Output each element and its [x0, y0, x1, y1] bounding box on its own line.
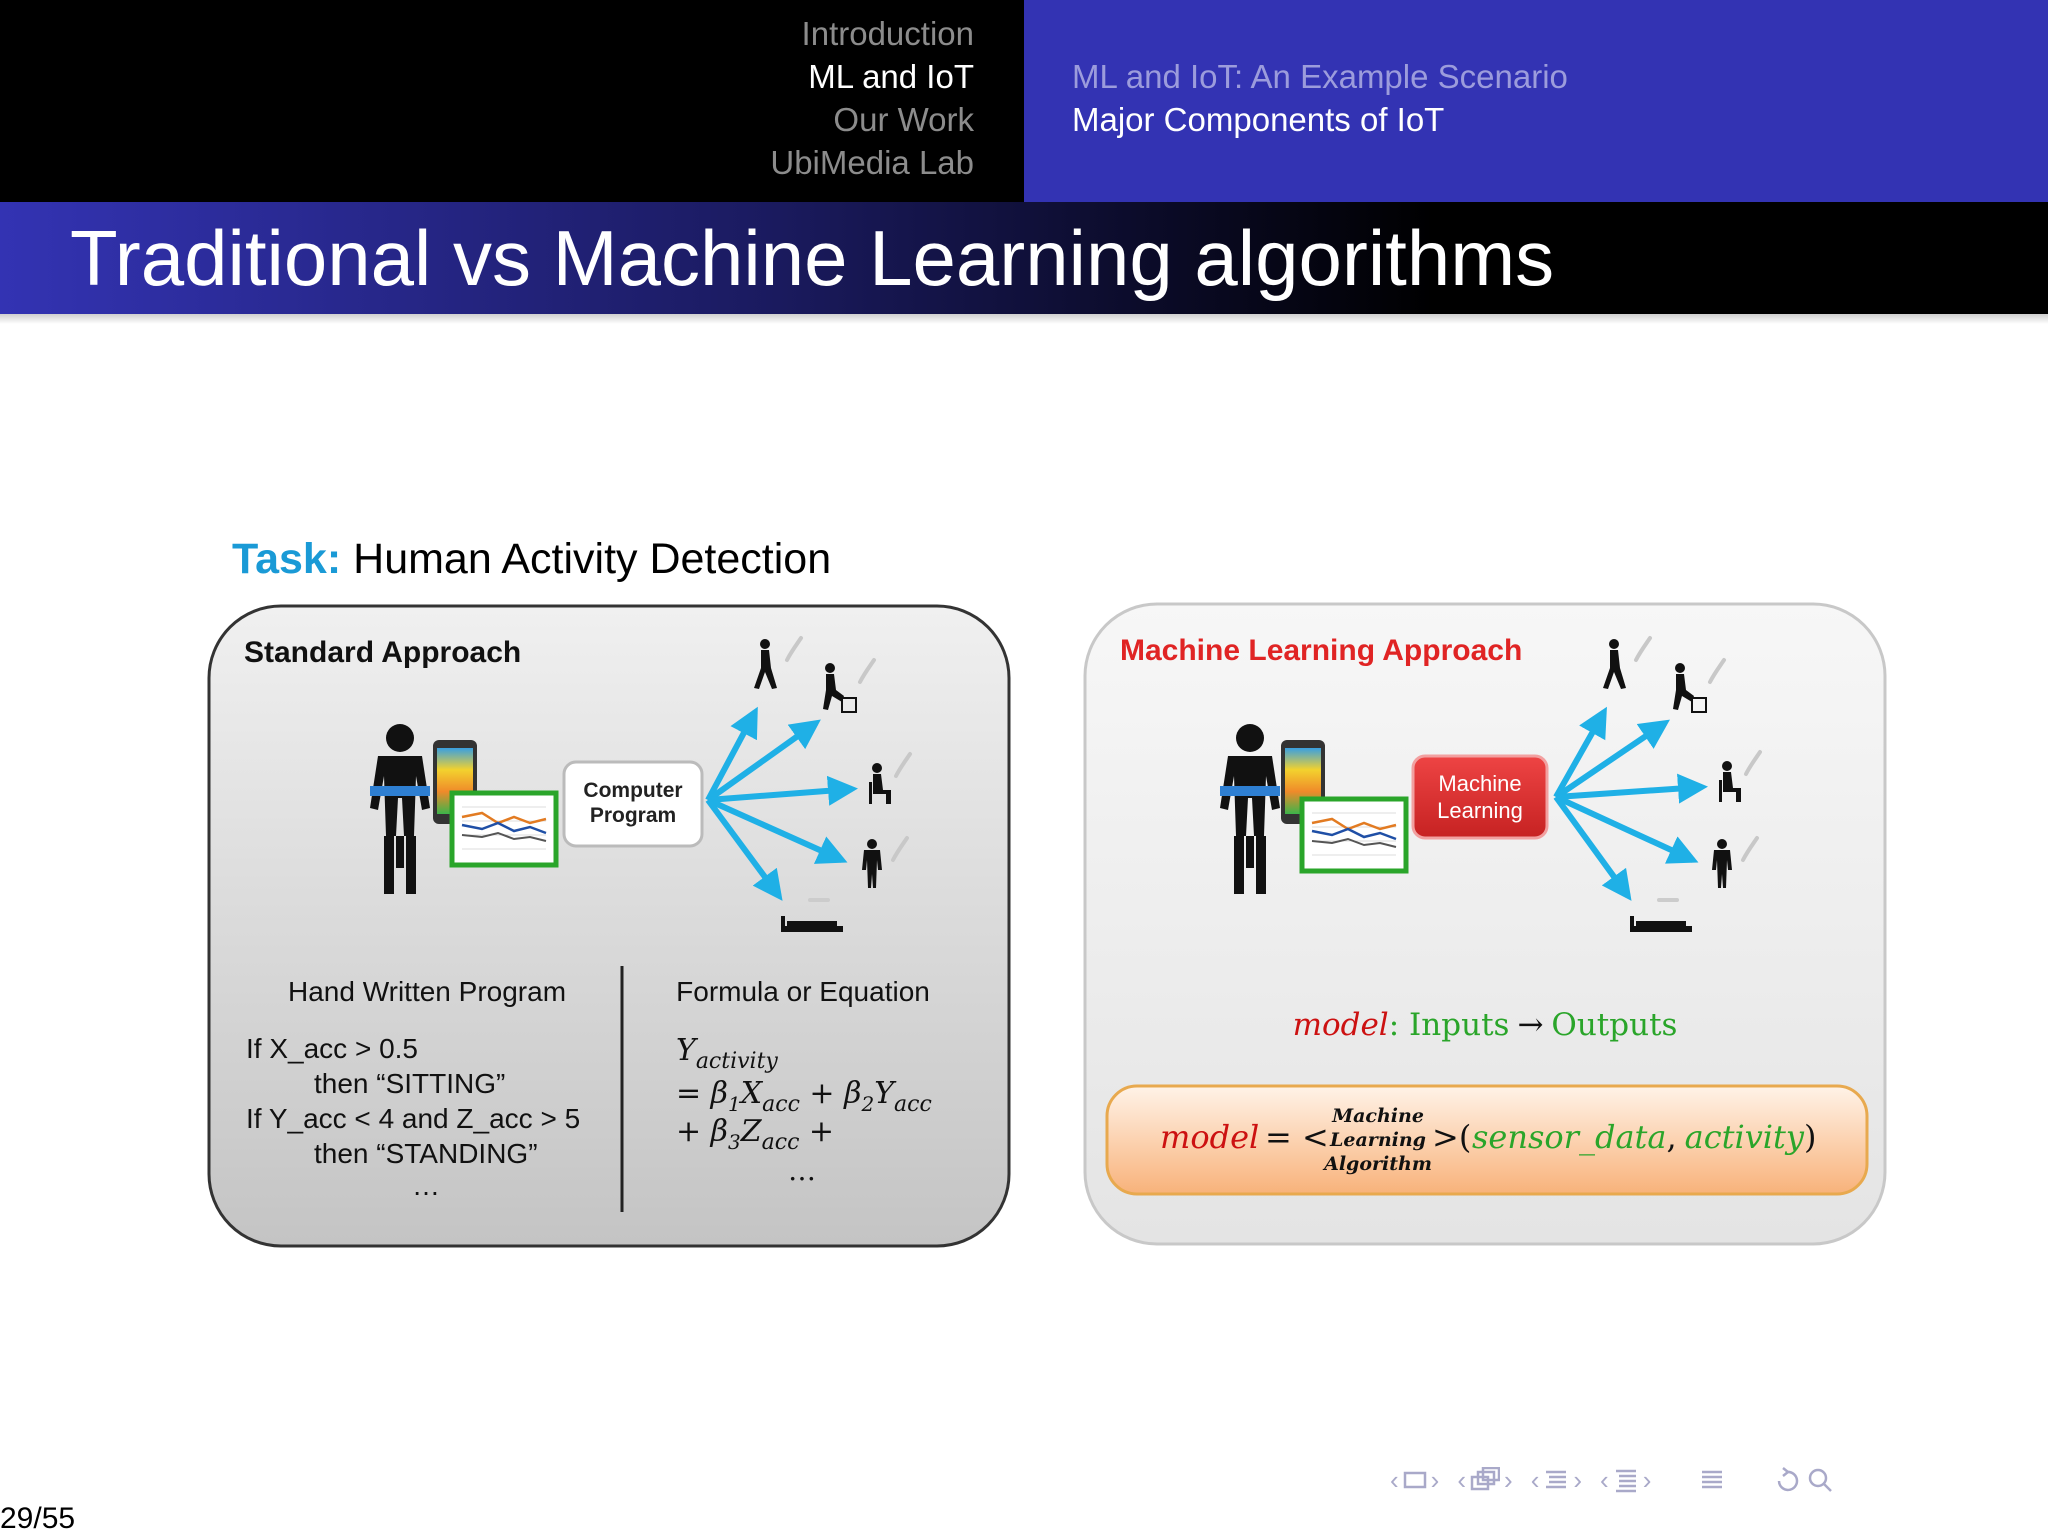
hand-written-line-2: then “SITTING”: [314, 1068, 505, 1099]
ml-output-arrows: [1553, 706, 1708, 901]
undo-icon[interactable]: [1773, 1467, 1803, 1493]
computer-program-line2: Program: [590, 804, 676, 827]
task-text: Human Activity Detection: [353, 535, 831, 583]
eq-stack-2: Learning: [1329, 1129, 1426, 1151]
model-equation-box: [1105, 1084, 1869, 1196]
eq-stack-1: Machine: [1331, 1105, 1424, 1127]
eq-equals: = <: [1265, 1118, 1329, 1156]
approach-figure: Task:Human Activity Detection Standard A…: [207, 535, 1887, 1248]
svg-text:+ β3Zacc +: + β3Zacc +: [676, 1114, 834, 1155]
model-equation: model = < Machine Learning Algorithm >( …: [1160, 1105, 1816, 1175]
hand-written-line-3: If Y_acc < 4 and Z_acc > 5: [246, 1103, 580, 1134]
eq-model: model: [1160, 1118, 1259, 1156]
output-arrows: [705, 706, 858, 901]
section-introduction[interactable]: Introduction: [801, 15, 974, 52]
hand-written-line-4: then “STANDING”: [314, 1138, 538, 1169]
arrow-left-icon[interactable]: ‹: [1457, 1465, 1467, 1495]
slide-title: Traditional vs Machine Learning algorith…: [70, 214, 1555, 302]
arrow-right-icon[interactable]: ›: [1642, 1465, 1652, 1495]
machine-learning-line1: Machine: [1438, 771, 1521, 796]
arrow-left-icon[interactable]: ‹: [1600, 1465, 1609, 1495]
hand-written-title: Hand Written Program: [288, 976, 566, 1007]
computer-program-box: [562, 760, 704, 848]
eq-close: ): [1804, 1118, 1816, 1156]
subsection-example-scenario[interactable]: ML and IoT: An Example Scenario: [1072, 58, 1568, 95]
ml-approach-heading: Machine Learning Approach: [1120, 634, 1522, 667]
svg-text:sensor_data,activity): sensor_data,activity): [1472, 1118, 1816, 1156]
section-navigation: Introduction ML and IoT Our Work UbiMedi…: [0, 0, 1024, 202]
subsection-icon[interactable]: [1470, 1467, 1501, 1493]
formula-y-sub: activity: [696, 1049, 779, 1074]
eq-gt-paren: >(: [1432, 1118, 1471, 1156]
model-word: model: [1293, 1007, 1389, 1043]
eq-activity: activity: [1685, 1118, 1805, 1156]
model-outputs: Outputs: [1551, 1007, 1677, 1043]
frame-title-bar: Traditional vs Machine Learning algorith…: [0, 202, 2048, 314]
formula-sub: acc: [762, 1092, 800, 1117]
svg-text:Yactivity: Yactivity: [676, 1033, 778, 1074]
sensor-plot-icon: [452, 793, 556, 865]
section-our-work[interactable]: Our Work: [833, 101, 974, 138]
beamer-navigation-bar: ‹ › ‹ › ‹ › ‹ ›: [1390, 1462, 1833, 1498]
model-mapping: model: Inputs→Outputs: [1293, 1007, 1678, 1043]
arrow-right-icon[interactable]: ›: [1430, 1465, 1440, 1495]
formula-equation: Yactivity = β1Xacc + β2Yacc + β3Zacc + …: [676, 1033, 932, 1187]
formula-title: Formula or Equation: [676, 976, 930, 1007]
list-icon[interactable]: [1613, 1467, 1639, 1493]
ml-approach-panel: Machine Learning Approach Machine Learni…: [1083, 602, 1887, 1246]
task-heading: Task:Human Activity Detection: [232, 535, 831, 583]
arrow-left-icon[interactable]: ‹: [1390, 1465, 1399, 1495]
computer-program-line1: Computer: [583, 779, 682, 802]
arrow-left-icon[interactable]: ‹: [1530, 1465, 1540, 1495]
standard-approach-panel: Standard Approach Computer Program Hand …: [207, 604, 1011, 1248]
eq-stack-3: Algorithm: [1322, 1153, 1432, 1175]
standard-approach-heading: Standard Approach: [244, 636, 521, 669]
machine-learning-line2: Learning: [1437, 798, 1523, 823]
formula-ellipsis: …: [788, 1154, 816, 1187]
arrow-right-icon[interactable]: ›: [1504, 1465, 1513, 1495]
svg-text:= β1Xacc + β2Yacc: = β1Xacc + β2Yacc: [676, 1076, 932, 1117]
frame-icon[interactable]: [1403, 1470, 1427, 1490]
section-icon[interactable]: [1543, 1467, 1569, 1493]
subsection-navigation: ML and IoT: An Example Scenario Major Co…: [1024, 0, 2048, 202]
model-arrow: →: [1517, 1007, 1543, 1043]
eq-sensor: sensor_data: [1472, 1118, 1666, 1156]
hand-written-line-1: If X_acc > 0.5: [246, 1033, 418, 1064]
search-icon[interactable]: [1807, 1467, 1833, 1493]
model-inputs: Inputs: [1409, 1007, 1509, 1043]
align-icon[interactable]: [1699, 1467, 1725, 1493]
beamer-header: Introduction ML and IoT Our Work UbiMedi…: [0, 0, 2048, 202]
formula-y: Y: [676, 1033, 699, 1068]
subsection-major-components[interactable]: Major Components of IoT: [1072, 101, 1445, 138]
arrow-right-icon[interactable]: ›: [1573, 1465, 1583, 1495]
section-ubimedia-lab[interactable]: UbiMedia Lab: [770, 144, 974, 181]
sensor-plot-icon: [1302, 799, 1406, 871]
title-shadow: [0, 314, 2048, 324]
page-number: 29/55: [0, 1502, 76, 1535]
eq-comma: ,: [1666, 1118, 1676, 1156]
svg-text:>(: >(: [1432, 1118, 1471, 1156]
machine-learning-box: [1411, 754, 1549, 840]
task-label: Task:: [232, 535, 341, 583]
section-ml-and-iot[interactable]: ML and IoT: [808, 58, 974, 95]
hand-written-line-5: …: [412, 1170, 440, 1201]
